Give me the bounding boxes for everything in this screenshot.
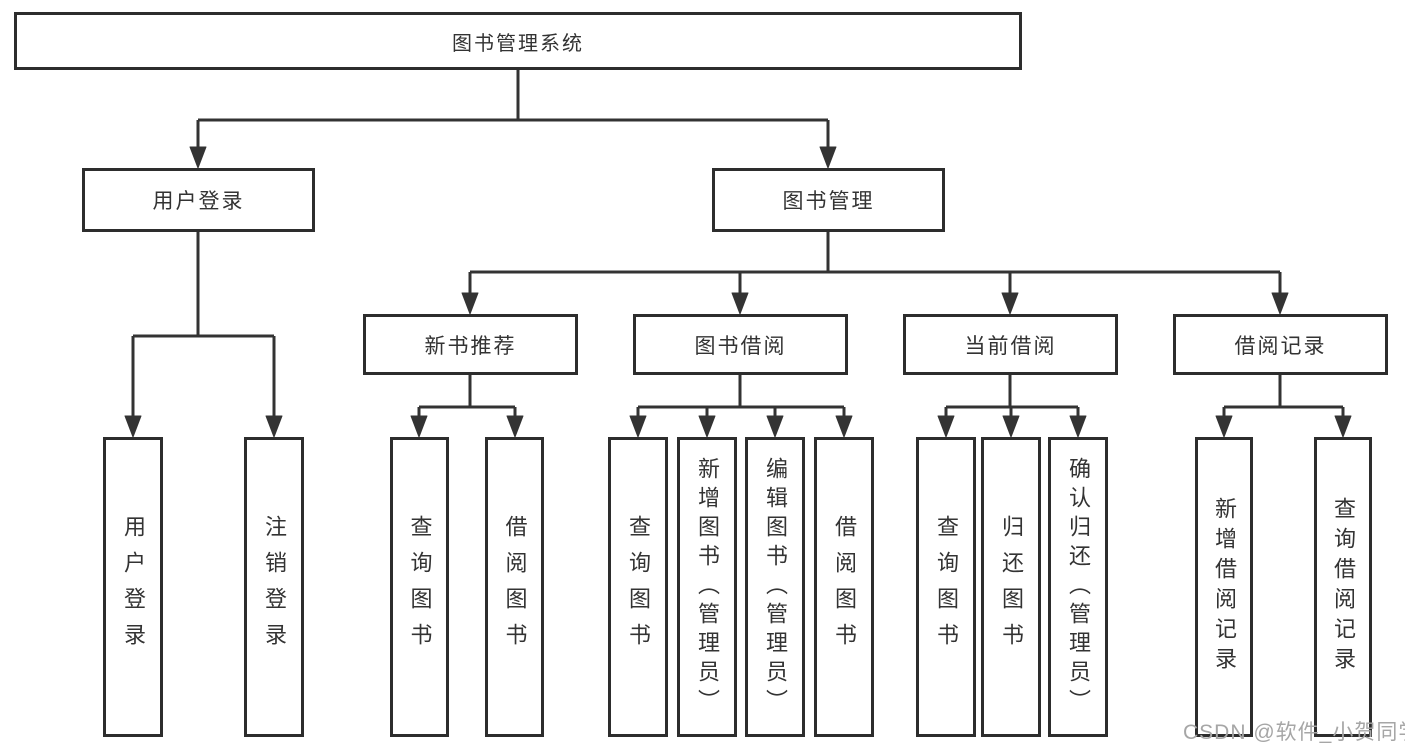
node-leaf-label: 注销登录 [262,515,287,659]
node-book-borrow: 图书借阅 [633,314,848,375]
node-library-system: 图书管理系统 [14,12,1022,70]
connector-current-borrow-branch [937,375,1087,438]
node-leaf-logout: 注销登录 [244,437,304,737]
node-leaf-edit-books-admin: 编辑图书（管理员） [745,437,805,737]
node-borrow-records: 借阅记录 [1173,314,1388,375]
node-leaf-label: 查询图书 [934,515,959,659]
node-leaf-label: 借阅图书 [502,515,528,659]
node-leaf-label: 借阅图书 [832,515,857,659]
node-leaf-add-books-admin: 新增图书（管理员） [677,437,737,737]
node-leaf-query-books: 查询图书 [390,437,449,737]
node-leaf-label: 查询图书 [626,515,651,659]
connector-new-book-branch [410,375,524,438]
node-leaf-return-books: 归还图书 [981,437,1041,737]
node-current-borrow: 当前借阅 [903,314,1118,375]
connector-book-management-to-level3 [461,232,1289,315]
node-leaf-label: 查询图书 [407,515,433,659]
node-leaf-label: 确认归还（管理员） [1066,456,1091,718]
node-leaf-label: 新增借阅记录 [1212,497,1237,677]
node-new-book-recommend: 新书推荐 [363,314,578,375]
connector-user-login-branch [124,232,283,438]
node-leaf-confirm-return-admin: 确认归还（管理员） [1048,437,1108,737]
connector-borrow-record-branch [1215,375,1352,438]
node-leaf-query-books: 查询图书 [608,437,668,737]
node-leaf-query-borrow-record: 查询借阅记录 [1314,437,1372,737]
node-user-login: 用户登录 [82,168,315,232]
node-leaf-label: 新增图书（管理员） [695,456,720,718]
node-leaf-label: 归还图书 [999,515,1024,659]
connector-root-to-level2 [189,70,837,169]
connector-book-borrow-branch [629,375,853,438]
node-leaf-borrow-books: 借阅图书 [485,437,544,737]
node-leaf-label: 查询借阅记录 [1331,497,1356,677]
node-leaf-borrow-books: 借阅图书 [814,437,874,737]
node-book-management: 图书管理 [712,168,945,232]
node-leaf-query-books: 查询图书 [916,437,976,737]
node-leaf-add-borrow-record: 新增借阅记录 [1195,437,1253,737]
node-leaf-user-login: 用户登录 [103,437,163,737]
node-leaf-label: 用户登录 [121,515,146,659]
node-leaf-label: 编辑图书（管理员） [763,456,788,718]
